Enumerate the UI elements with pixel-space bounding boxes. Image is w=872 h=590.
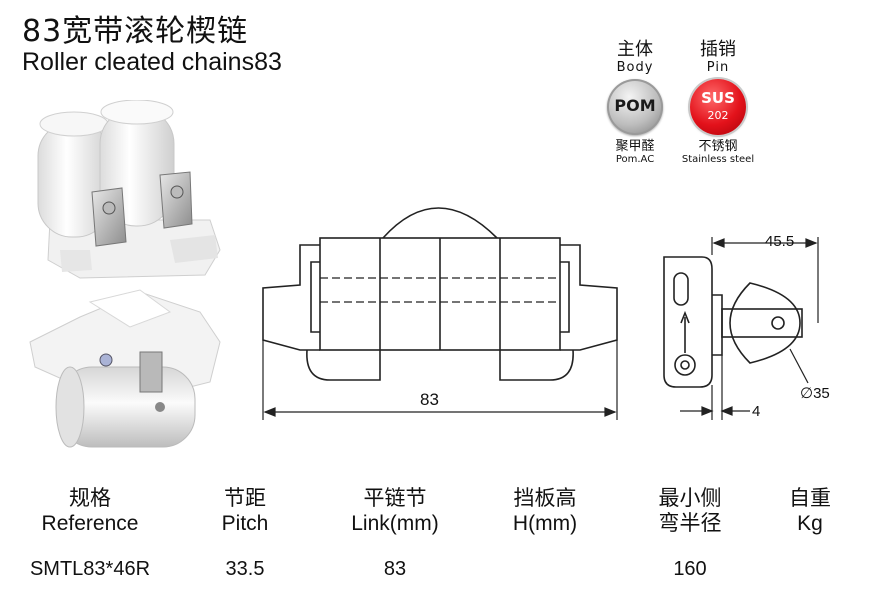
header-radius: 最小侧 弯半径 xyxy=(635,486,745,536)
header-weight: 自重 Kg xyxy=(770,486,850,536)
header-reference-en: Reference xyxy=(41,512,139,535)
header-height: 挡板高 H(mm) xyxy=(490,486,600,536)
dimension-side-width-label: 45.5 xyxy=(765,233,795,250)
cell-link: 83 xyxy=(383,558,407,580)
cell-radius: 160 xyxy=(673,558,707,580)
header-height-cn: 挡板高 xyxy=(513,486,577,510)
header-pitch-cn: 节距 xyxy=(224,486,266,510)
pin-label-cn: 插销 xyxy=(700,39,736,60)
header-link: 平链节 Link(mm) xyxy=(330,486,460,536)
material-body: 主体 Body POM 聚甲醛 Pom.AC xyxy=(602,40,668,166)
sus-badge-grade: 202 xyxy=(707,109,729,122)
title-english: Roller cleated chains83 xyxy=(22,48,282,76)
side-view-drawing xyxy=(663,237,819,420)
header-height-en: H(mm) xyxy=(512,512,578,535)
sus-badge-text: SUS xyxy=(701,89,735,107)
material-pin: 插销 Pin SUS 202 不锈钢 Stainless steel xyxy=(670,40,766,166)
cell-pitch: 33.5 xyxy=(225,558,265,580)
header-link-cn: 平链节 xyxy=(363,486,427,510)
header-weight-en: Kg xyxy=(797,512,823,535)
header-pitch-en: Pitch xyxy=(221,512,269,535)
title-chinese: 83宽带滚轮楔链 xyxy=(22,14,249,49)
pin-label-en: Pin xyxy=(706,60,730,75)
header-weight-cn: 自重 xyxy=(789,486,831,510)
pin-material-en: Stainless steel xyxy=(681,154,755,165)
cell-reference: SMTL83*46R xyxy=(29,558,151,580)
body-label-cn: 主体 xyxy=(617,39,653,60)
header-radius-cn: 最小侧 xyxy=(658,486,722,510)
pom-badge-text: POM xyxy=(614,96,656,115)
pom-badge-icon: POM xyxy=(607,79,663,135)
body-material-en: Pom.AC xyxy=(615,154,655,165)
dimension-width-label: 83 xyxy=(420,390,439,409)
header-link-en: Link(mm) xyxy=(351,512,439,535)
dimension-roller-diameter-label: ∅35 xyxy=(800,385,830,402)
header-pitch: 节距 Pitch xyxy=(200,486,290,536)
product-photo-side xyxy=(29,289,221,448)
front-view-drawing xyxy=(262,207,618,420)
dimension-offset-label: 4 xyxy=(752,403,761,420)
sus-badge-icon: SUS 202 xyxy=(690,79,746,135)
header-radius-cn-2: 弯半径 xyxy=(658,511,722,535)
header-reference: 规格 Reference xyxy=(20,486,160,536)
body-label-en: Body xyxy=(616,60,654,75)
header-reference-cn: 规格 xyxy=(69,486,111,510)
body-material-cn: 聚甲醛 xyxy=(615,139,655,154)
pin-material-cn: 不锈钢 xyxy=(698,139,738,154)
product-photo-top xyxy=(37,100,221,279)
